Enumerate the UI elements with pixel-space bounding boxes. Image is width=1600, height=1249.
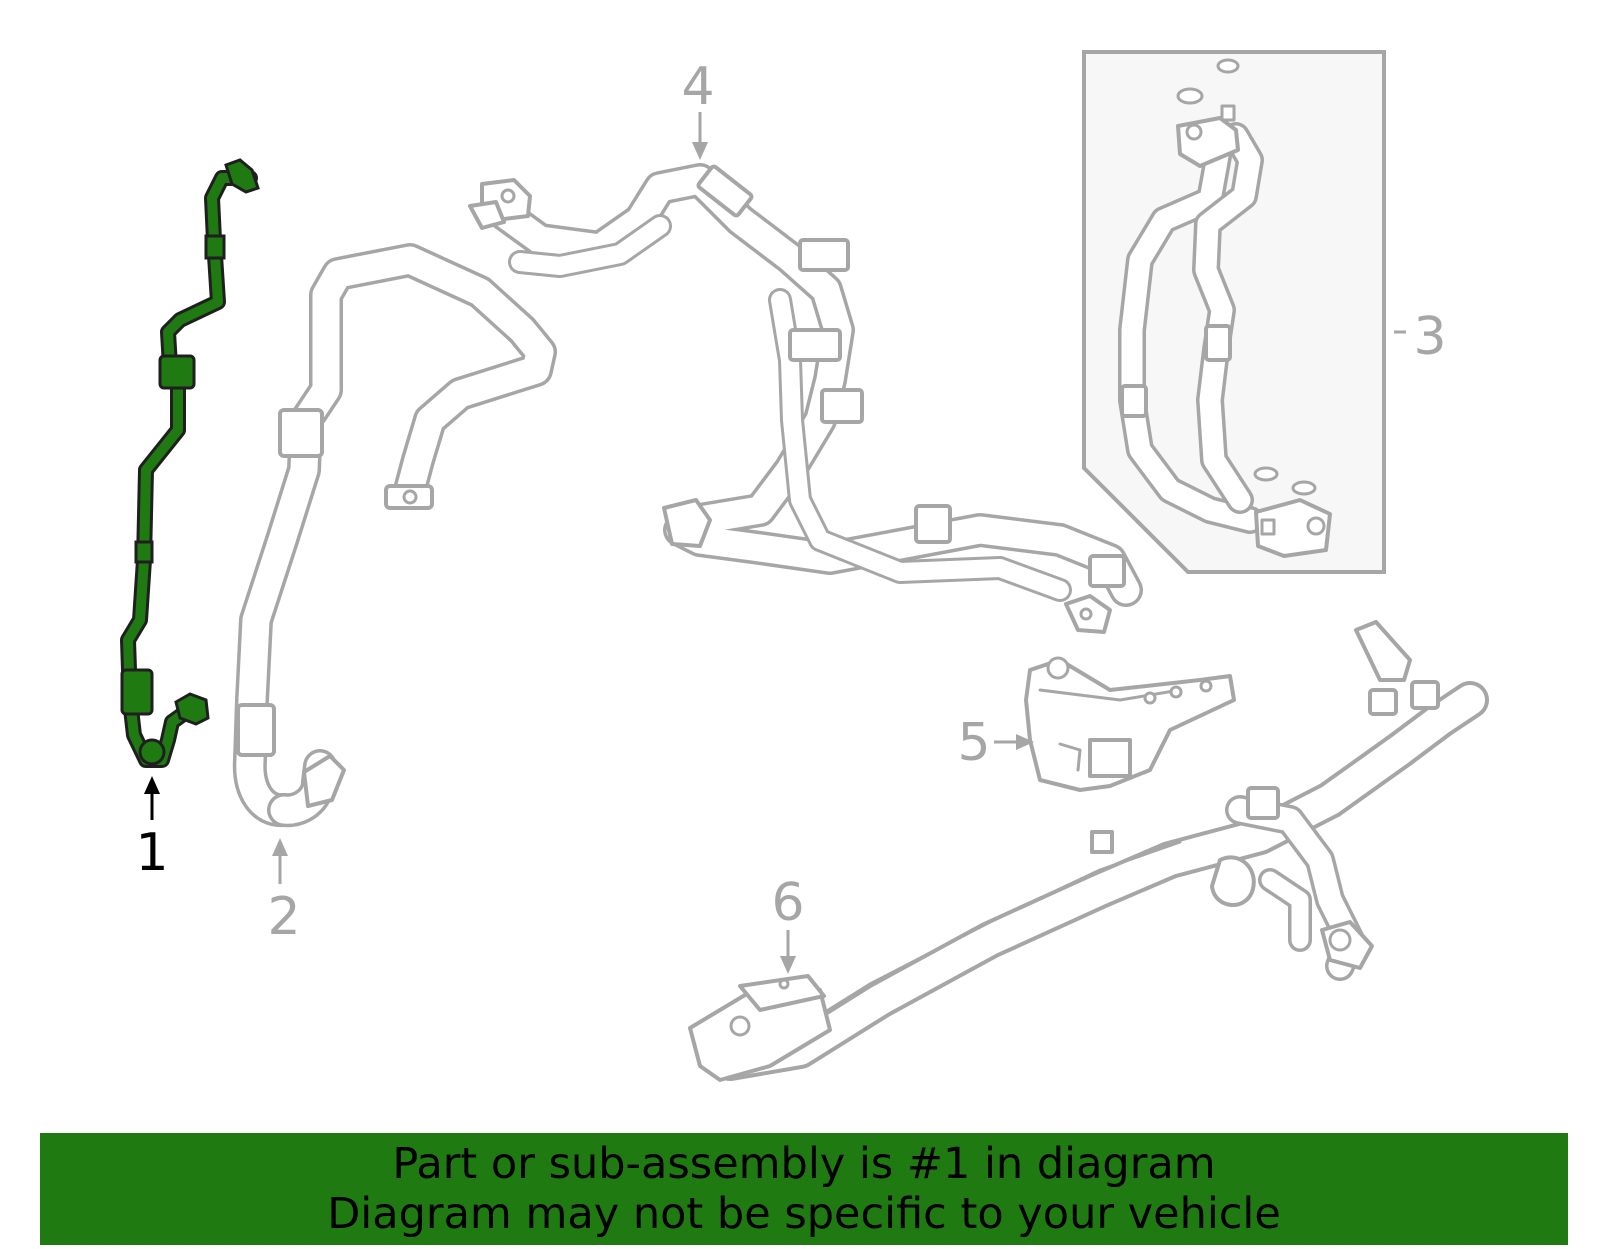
callout-3: 3 — [1394, 307, 1447, 367]
callout-label-4: 4 — [681, 57, 714, 117]
callout-label-2: 2 — [267, 887, 300, 947]
banner-line-2: Diagram may not be specific to your vehi… — [327, 1189, 1281, 1239]
callout-5: 5 — [957, 713, 1034, 773]
part-4-hose-assembly[interactable] — [468, 163, 1143, 634]
banner-line-1: Part or sub-assembly is #1 in diagram — [392, 1139, 1216, 1189]
part-5-valve-block[interactable] — [1024, 656, 1236, 792]
callout-2: 2 — [267, 838, 301, 947]
callout-label-3: 3 — [1413, 307, 1446, 367]
part-6-lower-assembly[interactable] — [688, 620, 1489, 1082]
info-banner: Part or sub-assembly is #1 in diagram Di… — [40, 1133, 1568, 1245]
callout-4: 4 — [681, 57, 715, 160]
part-2-hose[interactable] — [232, 243, 557, 828]
part-1-highlighted-hose[interactable] — [120, 158, 260, 768]
callout-label-6: 6 — [771, 873, 804, 933]
callout-label-1: 1 — [135, 823, 168, 883]
callout-6: 6 — [771, 873, 805, 974]
callout-label-5: 5 — [957, 713, 990, 773]
callout-1: 1 — [135, 776, 169, 883]
part-3-boxed-hose[interactable] — [1082, 50, 1386, 574]
